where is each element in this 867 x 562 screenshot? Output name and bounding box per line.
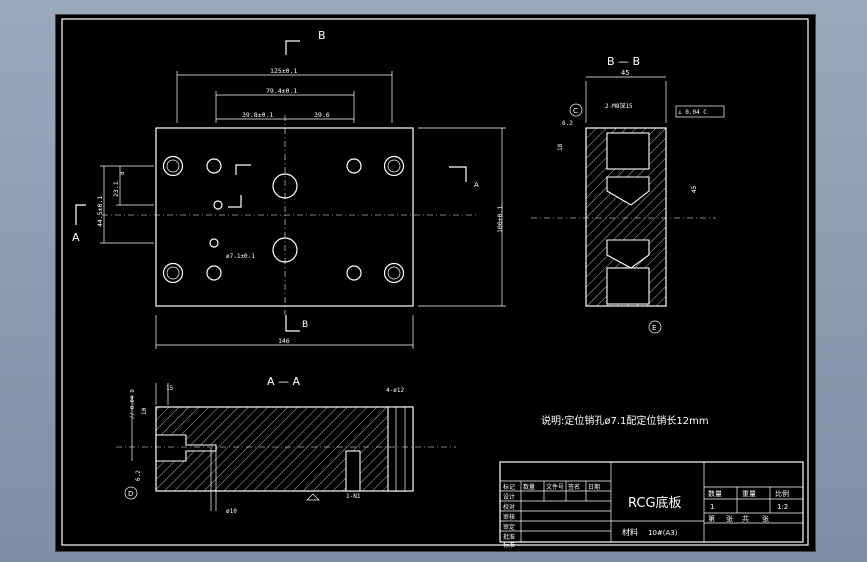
tb-rev-1: 标记 (503, 483, 515, 491)
bore-hole (272, 173, 298, 199)
plan-view (75, 40, 506, 349)
dim-44-5: 44.5±0.1 (96, 196, 104, 227)
tb-sheet-3: 共 (742, 514, 749, 523)
tb-header-scale: 比例 (775, 489, 789, 498)
tb-sheet-4: 张 (762, 514, 769, 523)
hole (383, 155, 405, 177)
cad-drawing: B B A A B — B A — A 125±0.1 79.4±0.1 39.… (61, 18, 809, 549)
hole (162, 262, 184, 284)
tb-header-weight: 重量 (742, 490, 756, 498)
tb-rev-4: 签名 (568, 483, 580, 491)
tb-rev-5: 日期 (588, 483, 600, 491)
tb-sheet-1: 第 (708, 514, 715, 523)
dim-79: 79.4±0.1 (266, 87, 297, 95)
tb-row-design: 设计 (503, 493, 515, 501)
hole (162, 155, 184, 177)
section-label-b-top: B (318, 29, 326, 42)
dowel-hole (209, 238, 219, 248)
tb-value-qty: 1 (710, 503, 714, 511)
section-aa (116, 383, 456, 511)
dim-15: 15 (166, 385, 174, 392)
dim-4-phi12: 4-ø12 (386, 387, 404, 394)
tb-row-review: 审核 (503, 513, 515, 521)
tolerance-flat-top: ⊥ 0.04 C (678, 109, 707, 116)
tb-value-scale: 1:2 (777, 503, 788, 511)
dim-6-2b: 6.2 (135, 470, 142, 481)
datum-c: C (573, 107, 578, 115)
bore-hole (272, 237, 298, 263)
dim-23: 23.1 (112, 181, 120, 197)
section-label-a-left: A (72, 231, 80, 244)
dim-18: 18 (557, 143, 564, 151)
tb-row-approve: 审定 (503, 523, 515, 531)
dim-10: 10 (141, 407, 148, 415)
tolerance-flat-left: // 0.04 D (130, 389, 136, 419)
tb-rev-2: 数量 (523, 483, 535, 491)
dim-146: 146 (278, 337, 290, 345)
hole (383, 262, 405, 284)
drawing-frame (61, 18, 809, 546)
drawing-sheet: B B A A B — B A — A 125±0.1 79.4±0.1 39.… (55, 14, 816, 552)
title-block (499, 461, 804, 543)
hole (346, 158, 362, 174)
dim-phi7: ø7.1±0.1 (226, 253, 255, 260)
dim-1n: 1-N1 (346, 493, 361, 500)
view-title-bb: B — B (607, 55, 640, 68)
tb-rev-3: 文件号 (546, 483, 564, 491)
plate-outline (155, 127, 414, 307)
tb-row-ratify: 批准 (503, 533, 515, 541)
dim-39: 39.8±0.1 (242, 111, 273, 119)
dim-6-2: 6.2 (562, 120, 573, 127)
dim-39-6: 39.6 (314, 111, 330, 119)
tb-row-check: 校对 (503, 503, 515, 511)
material-value: 10#(A3) (648, 529, 678, 537)
dim-125: 125±0.1 (270, 67, 297, 75)
tb-header-qty: 数量 (708, 489, 722, 498)
datum-e: E (652, 324, 656, 332)
datum-d: D (128, 490, 133, 498)
tb-sheet-2: 张 (726, 514, 733, 523)
hole (206, 265, 222, 281)
hole (206, 158, 222, 174)
section-label-b-bottom: B (302, 320, 308, 330)
section-bb (531, 76, 725, 334)
dim-45: 45 (621, 69, 629, 77)
dim-phi10: ø10 (226, 508, 237, 515)
dim-8: 8 (119, 171, 126, 175)
dim-45b: 45 (691, 185, 698, 193)
section-label-a-right: A (474, 181, 479, 189)
tb-row-standard: 标准 (503, 541, 515, 549)
material-label: 材料 (622, 527, 638, 537)
dim-100: 100±0.1 (496, 206, 504, 233)
hole (346, 265, 362, 281)
note-text: 说明:定位销孔ø7.1配定位销长12mm (541, 414, 709, 427)
dim-2m8: 2-M8深15 (605, 102, 633, 110)
dowel-hole (213, 200, 223, 210)
view-title-aa: A — A (267, 375, 301, 388)
part-name: RCG底板 (628, 495, 682, 511)
